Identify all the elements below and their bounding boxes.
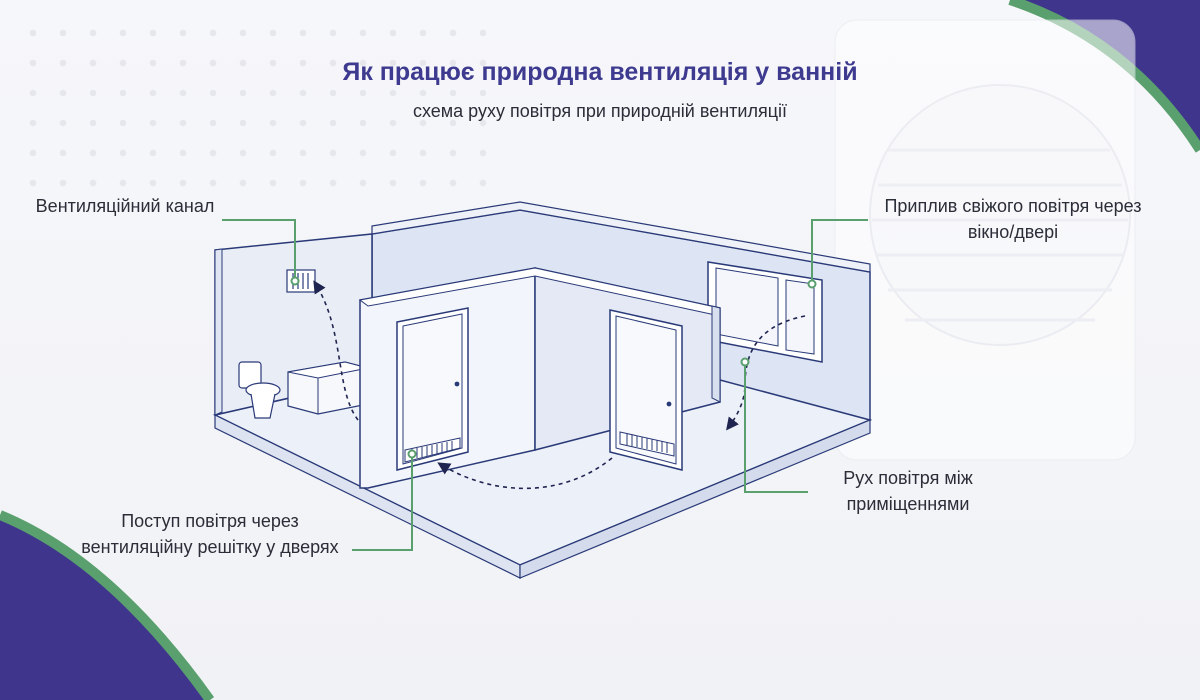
page-title: Як працює природна вентиляція у ванній [342,58,858,86]
page-subtitle: схема руху повітря при природній вентиля… [412,101,788,121]
toilet [238,361,281,419]
airflow-arrow-to-duct [313,280,359,421]
leader-lines [222,219,868,551]
leader-move [744,364,808,493]
airflow-arrow-between-rooms [437,457,613,490]
bathroom-door [396,307,469,471]
leader-dot-fresh [807,279,817,289]
leader-dot-inlet [407,449,417,459]
leader-dot-duct [290,276,300,286]
dot-pattern [18,18,488,188]
leader-inlet [352,456,413,551]
label-door-grille-inlet: Поступ повітря через вентиляційну решітк… [81,511,339,557]
leader-fresh [811,219,868,282]
corner-decor-top-right [1010,0,1200,150]
room-door [609,309,683,471]
label-air-movement: Рух повітря між приміщеннями [843,468,973,514]
background-fan [834,19,1136,461]
bathtub [287,361,369,415]
label-vent-duct: Вентиляційний канал [35,196,215,216]
label-fresh-air: Приплив свіжого повітря через вікно/двер… [884,196,1142,242]
leader-duct [222,219,296,278]
corner-decor-bottom-left [0,515,210,700]
leader-dot-move [740,357,750,367]
